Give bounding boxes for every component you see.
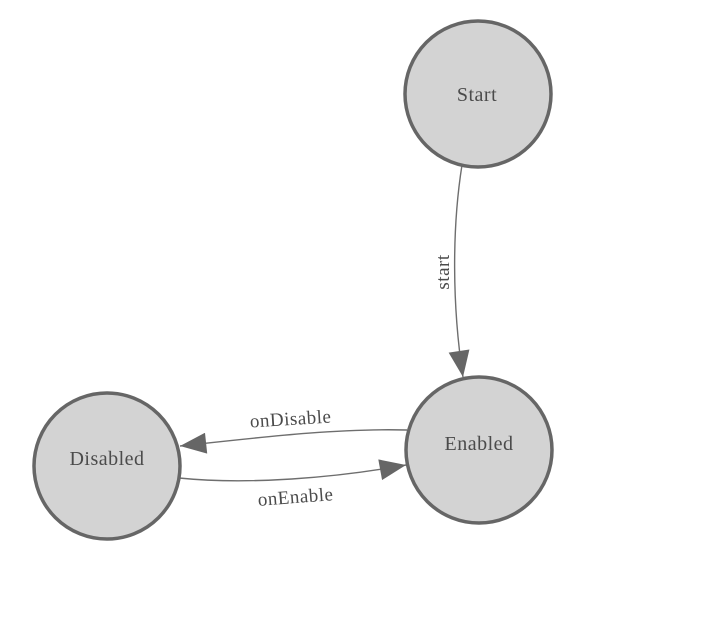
state-node-disabled[interactable]: Disabled bbox=[32, 391, 182, 541]
transition-start-to-enabled[interactable]: start bbox=[433, 164, 470, 378]
edge-line[interactable] bbox=[448, 164, 470, 378]
edge-line[interactable] bbox=[178, 459, 407, 482]
edge-label-ondisable: onDisable bbox=[249, 407, 332, 433]
state-circle[interactable] bbox=[404, 375, 554, 525]
state-node-start[interactable]: Start bbox=[403, 19, 553, 169]
state-node-enabled[interactable]: Enabled bbox=[404, 375, 554, 525]
state-label-enabled: Enabled bbox=[444, 433, 513, 455]
edge-label-onenable: onEnable bbox=[257, 484, 334, 511]
transition-enabled-to-disabled[interactable]: onDisable bbox=[179, 407, 408, 454]
state-circle[interactable] bbox=[403, 19, 553, 169]
edge-line[interactable] bbox=[179, 429, 408, 454]
edge-label-start: start bbox=[433, 254, 454, 289]
state-label-start: Start bbox=[457, 84, 497, 106]
state-label-disabled: Disabled bbox=[69, 448, 144, 470]
state-circle[interactable] bbox=[32, 391, 182, 541]
transition-disabled-to-enabled[interactable]: onEnable bbox=[178, 459, 407, 511]
